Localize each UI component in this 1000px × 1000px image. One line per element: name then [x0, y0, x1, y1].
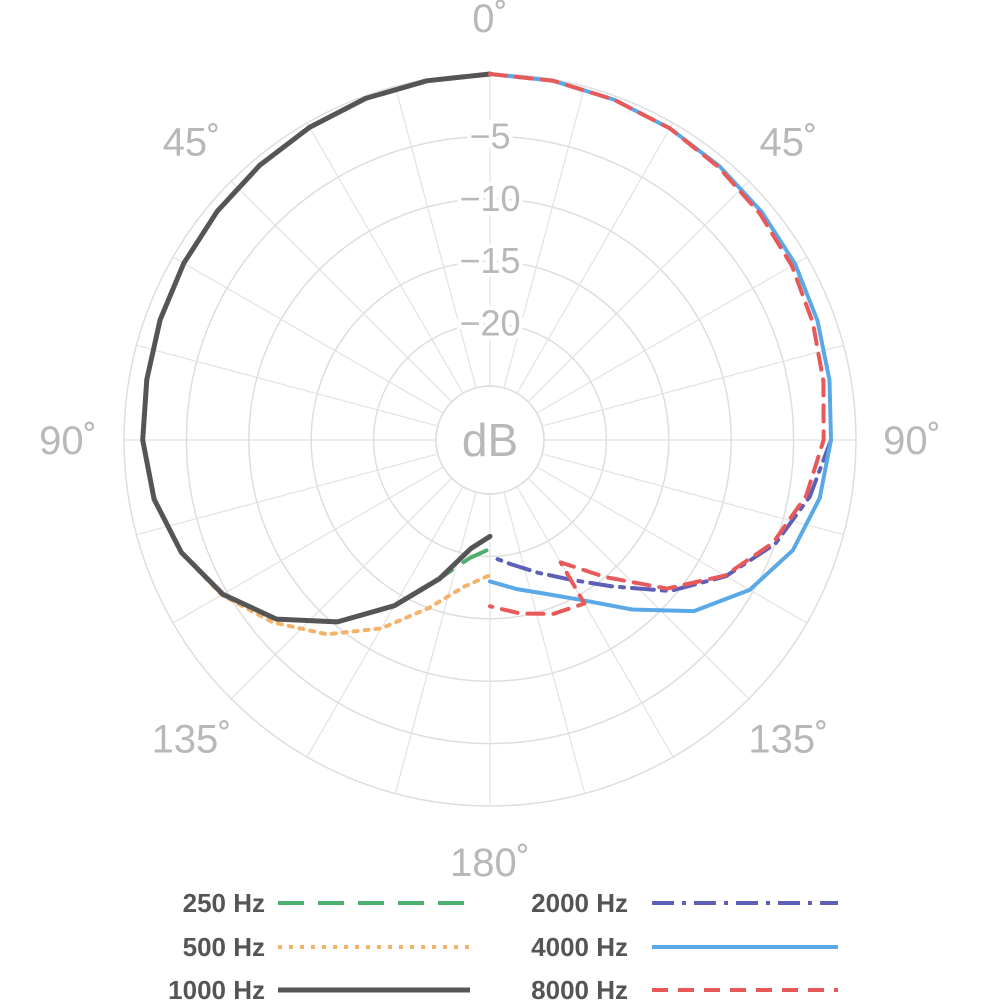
grid-spoke — [230, 477, 453, 700]
angle-label: 90˚ — [39, 419, 97, 463]
grid-spoke — [394, 492, 477, 794]
series-line-2000-hz — [488, 438, 833, 593]
legend-label: 4000 Hz — [531, 932, 628, 962]
legend-label: 250 Hz — [183, 888, 265, 918]
legend-label: 1000 Hz — [168, 975, 265, 1000]
angle-label: 180˚ — [450, 841, 530, 885]
angle-label: 0˚ — [472, 0, 508, 41]
angle-label: 135˚ — [748, 717, 828, 761]
angle-label: 90˚ — [883, 419, 941, 463]
grid-spoke — [306, 486, 464, 758]
radial-tick-label: −5 — [469, 115, 510, 156]
grid-spoke — [136, 344, 438, 427]
grid-spoke — [172, 466, 444, 624]
grid-spoke — [527, 180, 750, 403]
angle-label: 135˚ — [152, 717, 232, 761]
radial-tick-label: −10 — [459, 178, 520, 219]
grid-spoke — [516, 486, 674, 758]
grid-spoke — [503, 86, 586, 388]
unit-label: dB — [462, 414, 518, 466]
series-line-1000-hz — [140, 71, 493, 625]
legend-label: 8000 Hz — [531, 975, 628, 1000]
grid-spoke — [394, 86, 477, 388]
angle-label: 45˚ — [759, 121, 817, 165]
grid-spoke — [536, 256, 808, 414]
angle-label: 45˚ — [163, 121, 221, 165]
legend-label: 2000 Hz — [531, 888, 628, 918]
legend-label: 500 Hz — [183, 932, 265, 962]
grid-spoke — [230, 180, 453, 403]
series-line-500-hz — [140, 438, 492, 637]
grid-spoke — [542, 453, 844, 536]
radial-tick-label: −15 — [459, 240, 520, 281]
axis-labels: −5 −10 −15 −20 dB 0˚ 45˚ 45˚ 90˚ 90˚ 135˚ 135˚ 180˚ — [39, 0, 941, 885]
legend: 250 Hz 500 Hz 1000 Hz 2000 Hz 4000 Hz 8000 Hz — [168, 888, 838, 1000]
grid-spoke — [516, 122, 674, 394]
grid-spoke — [306, 122, 464, 394]
radial-tick-label: −20 — [459, 303, 520, 344]
polar-grid — [123, 73, 857, 807]
series-line-8000-hz — [488, 72, 826, 616]
grid-spoke — [536, 466, 808, 624]
grid-spoke — [172, 256, 444, 414]
grid-spoke — [136, 453, 438, 536]
series-curves — [140, 71, 833, 637]
grid-spoke — [503, 492, 586, 794]
grid-spoke — [542, 344, 844, 427]
